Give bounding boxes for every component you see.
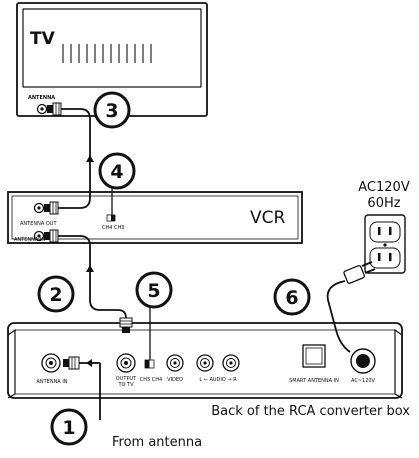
svg-text:1: 1 <box>62 417 75 439</box>
tv: TV ANTENNA <box>16 2 208 117</box>
cable-converter-to-vcr <box>57 235 127 330</box>
step-badges: 1 2 3 4 5 6 <box>37 91 311 446</box>
converter-audio-right-jack <box>222 354 240 372</box>
svg-text:4: 4 <box>110 161 123 183</box>
step-6-badge: 6 <box>273 278 311 316</box>
connector-vcr-in <box>44 229 59 243</box>
connector-converter-antenna-in <box>63 356 100 370</box>
connector-tv <box>47 102 62 116</box>
power-cord <box>326 280 351 353</box>
vcr-antenna-in-label: ANTENNA IN <box>14 237 45 243</box>
step-2-badge: 2 <box>37 275 75 313</box>
vcr-antenna-out-label: ANTENNA OUT <box>20 221 57 227</box>
signal-arrows <box>86 155 94 272</box>
converter-output-label-line2: TO TV <box>117 382 134 388</box>
converter-audio-left-jack <box>196 354 214 372</box>
step-4-badge: 4 <box>98 152 136 190</box>
tv-antenna-jack <box>36 103 48 115</box>
power-outlet: AC120V 60Hz <box>358 180 410 274</box>
tv-antenna-label: ANTENNA <box>28 95 55 101</box>
converter-smart-antenna-port <box>302 344 326 368</box>
converter-video-jack <box>166 354 184 372</box>
converter-antenna-in-label: ANTENNA IN <box>36 379 67 385</box>
f-connectors <box>44 102 133 370</box>
tv-screen <box>22 8 202 88</box>
arrow-up-to-vcr <box>86 265 94 272</box>
power-rating-voltage: AC120V <box>358 180 410 195</box>
tv-title: TV <box>30 29 56 49</box>
power-plug <box>343 261 376 284</box>
vcr-title: VCR <box>250 208 285 228</box>
vcr-antenna-out-jack <box>33 202 45 214</box>
tv-screen-lines <box>62 44 152 63</box>
svg-text:3: 3 <box>105 100 118 122</box>
converter-box-body <box>7 322 403 399</box>
converter-box: ANTENNA IN OUTPUT TO TV CH3 CH4 VIDEO L … <box>7 322 403 399</box>
converter-output-label-line1: OUTPUT <box>116 376 137 382</box>
converter-channel-switch-label: CH3 CH4 <box>140 377 162 383</box>
converter-audio-label: L ← AUDIO → R <box>199 377 237 383</box>
converter-ac-label: AC~120V <box>351 378 376 384</box>
converter-antenna-in-jack <box>41 353 61 373</box>
step-1-badge: 1 <box>50 408 88 446</box>
antenna-label: From antenna <box>112 435 202 450</box>
connector-converter-output <box>119 317 133 333</box>
arrow-up-to-tv <box>86 155 94 162</box>
converter-box-caption: Back of the RCA converter box <box>211 404 410 419</box>
power-rating-frequency: 60Hz <box>367 196 400 211</box>
step-3-badge: 3 <box>93 91 131 129</box>
converter-smart-antenna-label: SMART ANTENNA IN <box>289 378 339 384</box>
svg-text:2: 2 <box>49 284 62 306</box>
step-5-badge: 5 <box>135 271 173 309</box>
vcr-channel-switch-label: CH4 CH3 <box>102 225 124 231</box>
svg-text:5: 5 <box>147 280 160 302</box>
connector-vcr-out <box>44 201 59 215</box>
converter-video-label: VIDEO <box>167 377 183 383</box>
converter-output-jack <box>116 353 136 373</box>
vcr-antenna-in-jack <box>33 230 45 242</box>
svg-text:6: 6 <box>285 287 298 309</box>
